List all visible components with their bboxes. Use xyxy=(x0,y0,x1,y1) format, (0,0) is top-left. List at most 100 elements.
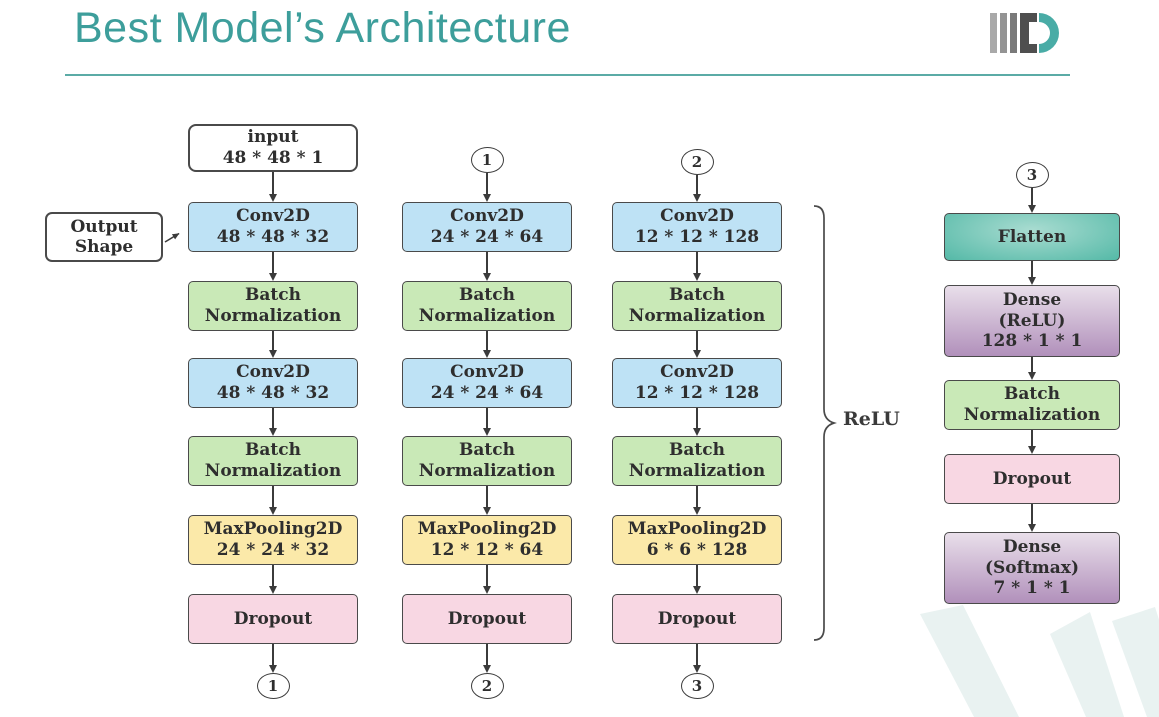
layer-box-line: 12 * 12 * 128 xyxy=(634,227,760,247)
layer-box-line: Conv2D xyxy=(660,206,734,227)
layer-box-line: 48 * 48 * 32 xyxy=(216,227,330,247)
output-shape-callout: Output Shape xyxy=(45,212,163,262)
flow-arrow xyxy=(693,252,701,281)
layer-box-line: Batch xyxy=(1004,384,1060,405)
arrow-head-icon xyxy=(269,665,277,673)
watermark-stripe xyxy=(920,605,1019,717)
arrow-head-icon xyxy=(1028,524,1036,532)
layer-box-line: 12 * 12 * 128 xyxy=(634,383,760,403)
layer-box-line: Conv2D xyxy=(450,362,524,383)
layer-box-line: 128 * 1 * 1 xyxy=(981,331,1083,352)
arrow-shaft xyxy=(1031,430,1033,446)
layer-box-line: MaxPooling2D xyxy=(203,519,343,540)
connector-circle-3: 3 xyxy=(680,673,714,699)
layer-box-line: MaxPooling2D xyxy=(417,519,557,540)
callout-line: Shape xyxy=(74,237,134,257)
flow-arrow xyxy=(483,486,491,515)
arrow-head-icon xyxy=(483,428,491,436)
layer-box-line: Batch xyxy=(459,440,515,461)
flow-arrow xyxy=(693,486,701,515)
arrow-head-icon xyxy=(693,350,701,358)
arrow-shaft xyxy=(272,486,274,507)
callout-line: Output xyxy=(70,216,138,237)
layer-box-line: Conv2D xyxy=(450,206,524,227)
layer-box-line: Conv2D xyxy=(660,362,734,383)
arrow-head-icon xyxy=(1028,277,1036,285)
arrow-shaft xyxy=(486,565,488,586)
flow-arrow xyxy=(483,331,491,358)
arrow-shaft xyxy=(486,408,488,428)
arrow-head-icon xyxy=(1028,372,1036,380)
layer-box-dense: Dense(ReLU)128 * 1 * 1 xyxy=(944,285,1120,357)
layer-box-line: Normalization xyxy=(418,306,556,326)
flow-arrow xyxy=(1028,504,1036,532)
arrow-head-icon xyxy=(693,507,701,515)
layer-box-line: Normalization xyxy=(628,306,766,326)
arrow-shaft xyxy=(1031,357,1033,372)
layer-box-line: Normalization xyxy=(963,405,1101,425)
watermark-stripe xyxy=(1112,607,1159,717)
arrow-shaft xyxy=(1031,261,1033,277)
layer-box-line: Normalization xyxy=(418,461,556,481)
arrow-head-icon xyxy=(693,273,701,281)
layer-box-line: 24 * 24 * 64 xyxy=(430,227,544,247)
arrow-shaft xyxy=(1031,188,1033,205)
layer-box-line: 12 * 12 * 64 xyxy=(430,540,544,560)
layer-box-line: Dense xyxy=(1002,536,1062,557)
arrow-head-icon xyxy=(269,350,277,358)
connector-circle-2: 2 xyxy=(680,149,714,175)
flow-arrow xyxy=(483,565,491,594)
arrow-shaft xyxy=(696,644,698,665)
flow-arrow xyxy=(269,172,277,202)
iiitd-logo-icon xyxy=(990,13,1059,53)
layer-box-line: 48 * 48 * 32 xyxy=(216,383,330,403)
layer-box-line: 7 * 1 * 1 xyxy=(993,578,1071,599)
layer-box-line: Dropout xyxy=(447,608,527,629)
layer-box-line: Normalization xyxy=(204,461,342,481)
layer-box-line: Dropout xyxy=(233,608,313,629)
arrow-shaft xyxy=(272,408,274,428)
arrow-shaft xyxy=(486,644,488,665)
layer-box-line: input xyxy=(247,127,299,148)
layer-box-line: Batch xyxy=(669,440,725,461)
flow-arrow xyxy=(1028,261,1036,285)
arrow-head-icon xyxy=(1028,205,1036,213)
layer-box-line: 24 * 24 * 64 xyxy=(430,383,544,403)
arrow-head-icon xyxy=(483,507,491,515)
arrow-head-icon xyxy=(483,350,491,358)
layer-box-line: Batch xyxy=(245,285,301,306)
layer-box-dropout: Dropout xyxy=(612,594,782,644)
arrow-head-icon xyxy=(693,194,701,202)
layer-box-dropout: Dropout xyxy=(402,594,572,644)
layer-box-line: 6 * 6 * 128 xyxy=(646,540,748,560)
relu-bracket-label: ReLU xyxy=(843,408,900,430)
arrow-shaft xyxy=(272,565,274,586)
connector-circle-1: 1 xyxy=(256,673,290,699)
arrow-head-icon xyxy=(269,273,277,281)
connector-circle-1: 1 xyxy=(470,147,504,173)
arrow-head-icon xyxy=(269,194,277,202)
layer-box-line: Batch xyxy=(459,285,515,306)
arrow-shaft xyxy=(696,486,698,507)
flow-arrow xyxy=(483,644,491,673)
layer-box-dropout: Dropout xyxy=(188,594,358,644)
arrow-shaft xyxy=(696,175,698,194)
page-title: Best Model’s Architecture xyxy=(74,4,571,52)
arrow-head-icon xyxy=(269,507,277,515)
